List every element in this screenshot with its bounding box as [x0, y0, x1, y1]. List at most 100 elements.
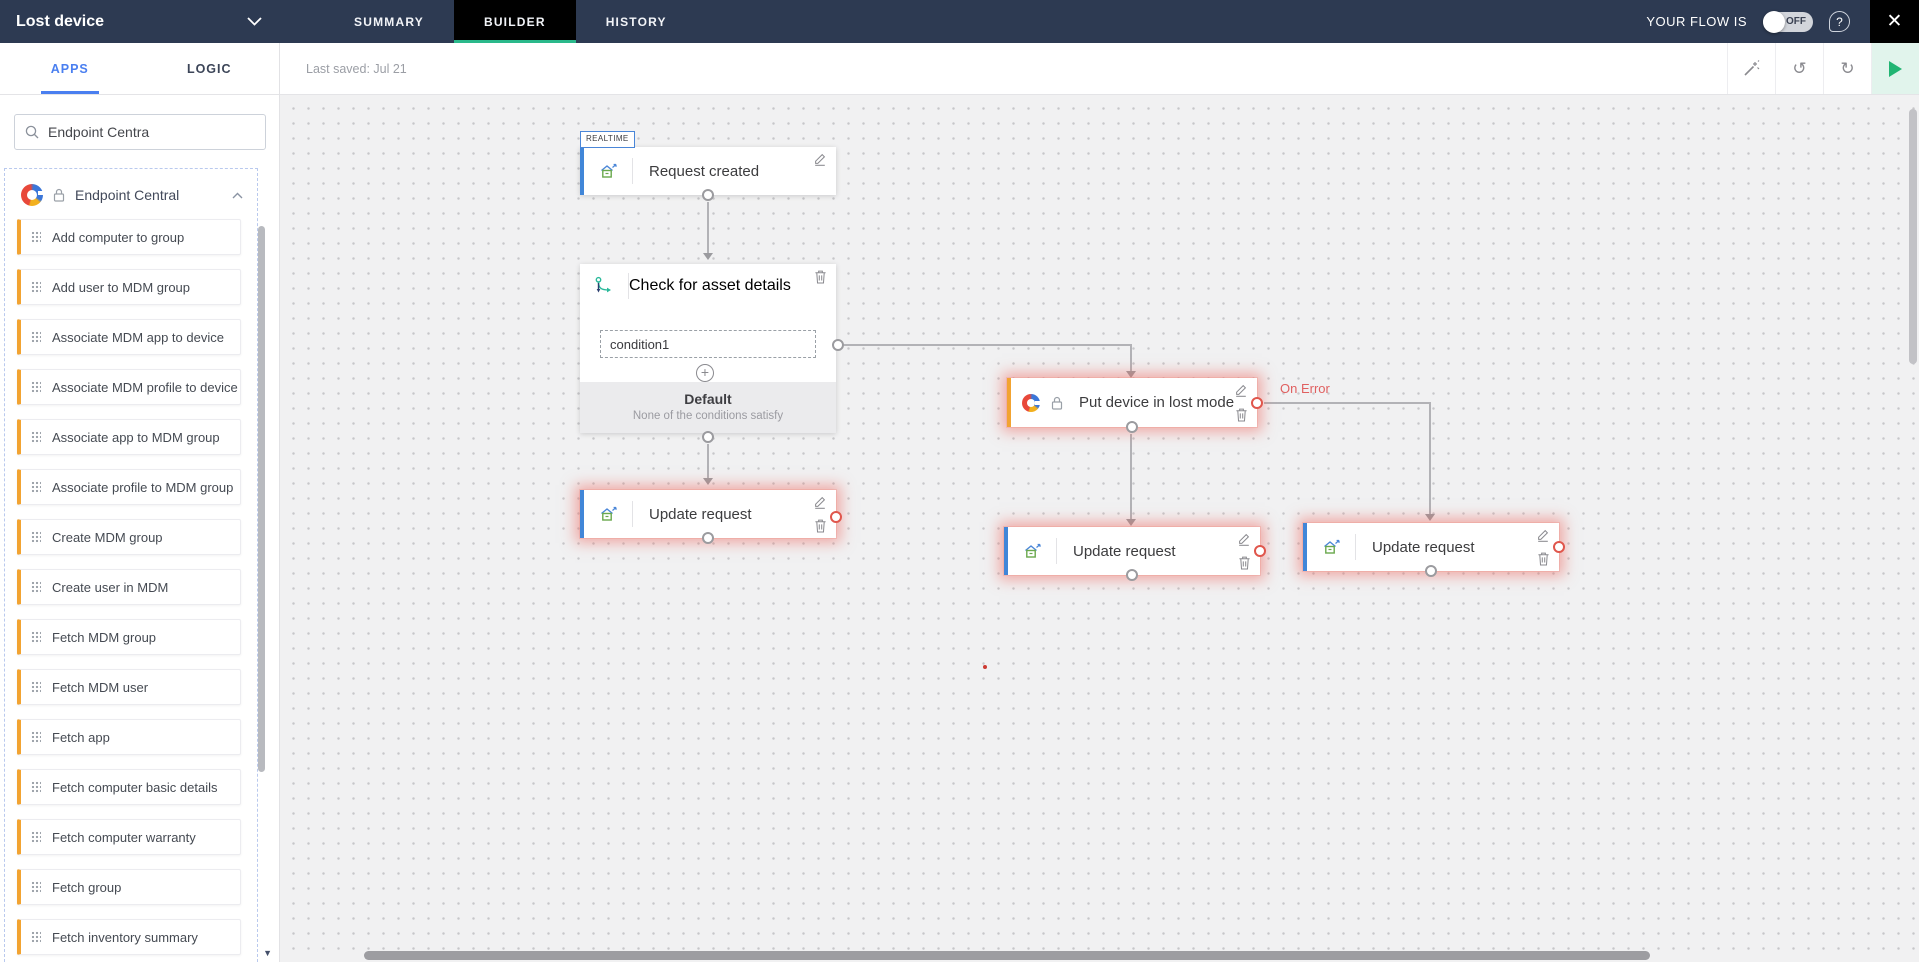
node-update-request-left[interactable]: Update request [580, 490, 836, 538]
connector-dot[interactable] [832, 339, 844, 351]
divider [628, 273, 629, 299]
lock-icon [1051, 396, 1063, 410]
arrowhead-icon [1126, 519, 1136, 526]
decision-header: Check for asset details [580, 264, 836, 308]
chevron-up-icon[interactable] [232, 192, 243, 199]
action-add-user-to-mdm-group[interactable]: Add user to MDM group [17, 269, 241, 305]
sidebar: APPS LOGIC Endpoint Central Add computer… [0, 43, 280, 962]
node-label: Request created [649, 162, 760, 180]
help-icon[interactable]: ? [1829, 11, 1850, 32]
on-error-connector-dot[interactable] [830, 511, 842, 523]
action-label: Fetch computer warranty [52, 829, 196, 845]
action-fetch-app[interactable]: Fetch app [17, 719, 241, 755]
edit-icon[interactable] [1234, 383, 1248, 397]
sidebar-scroll-down-icon[interactable]: ▼ [263, 948, 272, 958]
delete-icon[interactable] [814, 518, 827, 533]
play-icon [1889, 60, 1902, 77]
action-associate-mdm-profile-to-device[interactable]: Associate MDM profile to device [17, 369, 241, 405]
drag-handle-icon [31, 880, 41, 894]
drag-handle-icon [31, 630, 41, 644]
lock-icon [53, 188, 65, 202]
connector-dot[interactable] [702, 189, 714, 201]
node-update-request-middle[interactable]: Update request [1004, 527, 1260, 575]
action-fetch-group[interactable]: Fetch group [17, 869, 241, 905]
delete-icon[interactable] [814, 269, 827, 284]
action-fetch-inventory-summary[interactable]: Fetch inventory summary [17, 919, 241, 955]
connector-line [844, 344, 1132, 346]
default-title: Default [684, 391, 732, 407]
magic-wand-button[interactable] [1727, 43, 1775, 94]
connector-dot[interactable] [1425, 565, 1437, 577]
stray-red-dot [983, 665, 987, 669]
tab-history[interactable]: HISTORY [605, 14, 667, 29]
edit-icon[interactable] [813, 152, 827, 166]
action-associate-app-to-mdm-group[interactable]: Associate app to MDM group [17, 419, 241, 455]
realtime-badge: REALTIME [580, 131, 635, 148]
action-associate-profile-to-mdm-group[interactable]: Associate profile to MDM group [17, 469, 241, 505]
app-section-name: Endpoint Central [75, 187, 180, 203]
divider [632, 501, 633, 527]
connector-dot[interactable] [1126, 421, 1138, 433]
close-button[interactable]: ✕ [1870, 0, 1919, 43]
connector-dot[interactable] [702, 431, 714, 443]
action-add-computer-to-group[interactable]: Add computer to group [17, 219, 241, 255]
node-label: Update request [1372, 538, 1475, 556]
edit-icon[interactable] [1237, 532, 1251, 546]
node-request-created[interactable]: Request created [580, 147, 836, 195]
on-error-connector-dot[interactable] [1251, 397, 1263, 409]
delete-icon[interactable] [1238, 555, 1251, 570]
delete-icon[interactable] [1537, 551, 1550, 566]
tab-summary[interactable]: SUMMARY [354, 14, 424, 29]
drag-handle-icon [31, 330, 41, 344]
edit-icon[interactable] [1536, 528, 1550, 542]
tab-builder[interactable]: BUILDER [453, 0, 576, 43]
node-update-request-right[interactable]: Update request [1303, 523, 1559, 571]
flow-on-off-toggle[interactable]: OFF [1763, 10, 1813, 33]
node-put-device-in-lost-mode[interactable]: Put device in lost mode [1007, 378, 1257, 427]
add-condition-button[interactable]: + [696, 364, 714, 382]
action-label: Associate MDM app to device [52, 329, 224, 345]
node-label: Update request [649, 505, 752, 523]
action-create-mdm-group[interactable]: Create MDM group [17, 519, 241, 555]
flow-canvas[interactable]: REALTIME Request created [280, 95, 1919, 962]
action-fetch-computer-warranty[interactable]: Fetch computer warranty [17, 819, 241, 855]
redo-icon: ↻ [1840, 59, 1855, 78]
sidebar-scrollbar[interactable] [258, 226, 265, 772]
search-input[interactable] [48, 124, 248, 140]
action-fetch-mdm-group[interactable]: Fetch MDM group [17, 619, 241, 655]
arrowhead-icon [1425, 514, 1435, 521]
connector-dot[interactable] [702, 532, 714, 544]
divider [1056, 538, 1057, 564]
action-label: Create MDM group [52, 529, 163, 545]
tab-apps[interactable]: APPS [0, 43, 140, 94]
app-section-header[interactable]: Endpoint Central [5, 169, 257, 219]
drag-handle-icon [31, 580, 41, 594]
drag-handle-icon [31, 530, 41, 544]
redo-button[interactable]: ↻ [1823, 43, 1871, 94]
action-fetch-computer-basic-details[interactable]: Fetch computer basic details [17, 769, 241, 805]
toggle-knob[interactable] [1763, 10, 1785, 33]
on-error-connector-dot[interactable] [1254, 545, 1266, 557]
edit-icon[interactable] [813, 495, 827, 509]
on-error-connector-dot[interactable] [1553, 541, 1565, 553]
action-associate-mdm-app-to-device[interactable]: Associate MDM app to device [17, 319, 241, 355]
action-fetch-mdm-user[interactable]: Fetch MDM user [17, 669, 241, 705]
run-flow-button[interactable] [1871, 43, 1919, 94]
divider [1355, 534, 1356, 560]
flow-name-dropdown[interactable]: Lost device [0, 0, 280, 43]
undo-button[interactable]: ↺ [1775, 43, 1823, 94]
delete-icon[interactable] [1235, 407, 1248, 422]
arrowhead-icon [1126, 371, 1136, 378]
node-check-for-asset-details[interactable]: Check for asset details condition1 + Def… [580, 264, 836, 433]
condition-box[interactable]: condition1 [600, 330, 816, 358]
canvas-vertical-scrollbar[interactable] [1909, 109, 1917, 364]
chevron-down-icon[interactable] [247, 17, 262, 26]
node-label: Check for asset details [629, 277, 791, 294]
action-create-user-in-mdm[interactable]: Create user in MDM [17, 569, 241, 605]
drag-handle-icon [31, 430, 41, 444]
default-branch[interactable]: Default None of the conditions satisfy [580, 382, 836, 433]
canvas-horizontal-scrollbar[interactable] [364, 951, 1650, 960]
connector-dot[interactable] [1126, 569, 1138, 581]
tab-logic[interactable]: LOGIC [186, 61, 232, 76]
action-label: Fetch computer basic details [52, 779, 218, 795]
